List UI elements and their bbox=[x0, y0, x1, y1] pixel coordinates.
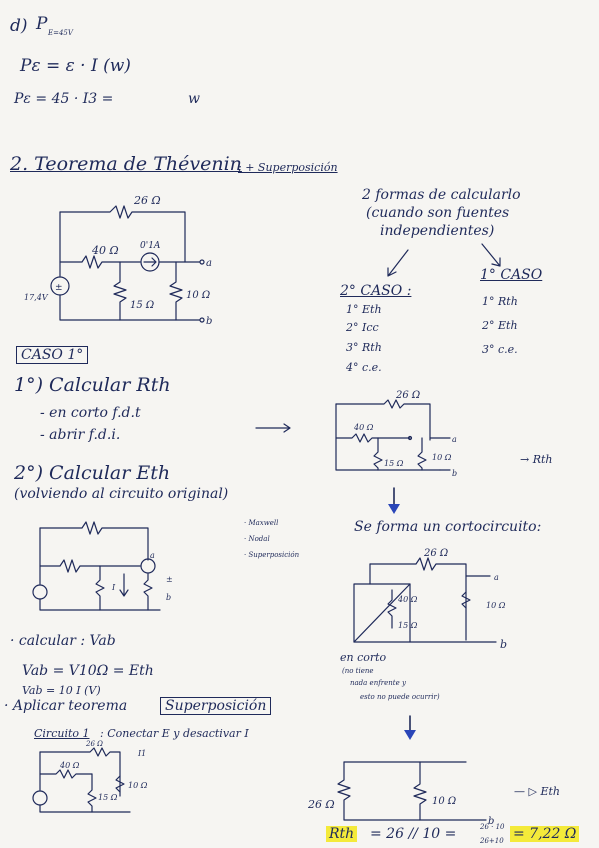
circuit-corto-a-label: a bbox=[494, 573, 499, 582]
circuit-corto-r10-label: 10 Ω bbox=[486, 601, 506, 610]
caso1b-step-1: 1° Rth bbox=[482, 295, 518, 308]
circuit-eth-b-label: b bbox=[166, 593, 171, 602]
circuit-main-a-label: a bbox=[206, 258, 212, 269]
section-title: 2. Teorema de Thévenin bbox=[10, 153, 242, 175]
formas-line-3: independientes) bbox=[380, 223, 495, 239]
corto-note-1: en corto bbox=[340, 651, 387, 664]
circuit-corto-r26-label: 26 Ω bbox=[423, 548, 448, 559]
calc-vab: · calcular : Vab bbox=[10, 633, 116, 649]
caso2-step-4: 4° c.e. bbox=[346, 361, 382, 374]
circuit-rth-r15-label: 15 Ω bbox=[384, 459, 404, 468]
circuit-super1: 26 Ω I1 40 Ω 15 Ω 10 Ω bbox=[32, 740, 148, 813]
method-superposicion: · Superposición bbox=[244, 551, 300, 559]
circuit-main: 26 Ω ± 17,4V 40 Ω 0'1A a 15 Ω 10 Ω b bbox=[24, 194, 212, 327]
rth-frac-num: 26 · 10 bbox=[480, 823, 505, 831]
equation-pe-1: Pε = ε · I (w) bbox=[20, 56, 131, 76]
circuit-corto-r15-label: 15 Ω bbox=[398, 621, 418, 630]
rth-result-eq: = 26 // 10 = bbox=[370, 826, 457, 842]
eth-arrow-label: — ▷ Eth bbox=[514, 785, 560, 798]
circuit-final-b-label: b bbox=[488, 816, 494, 827]
caso2-step-3: 3° Rth bbox=[346, 341, 382, 354]
vab-eq-1: Vab = V10Ω = Eth bbox=[22, 663, 154, 679]
formas-line-1: 2 formas de calcularlo bbox=[362, 187, 521, 203]
circuit-main-source-sign: ± bbox=[55, 283, 63, 293]
circuit-super1-r15-label: 15 Ω bbox=[98, 793, 118, 802]
circuit-super1-r10-label: 10 Ω bbox=[128, 781, 148, 790]
step1-title: 1°) Calcular Rth bbox=[14, 374, 171, 396]
method-maxwell: · Maxwell bbox=[244, 519, 279, 527]
caso1b-step-2: 2° Eth bbox=[482, 319, 518, 332]
corto-note-3: nada enfrente y bbox=[350, 679, 406, 687]
caso1b-step-3: 3° c.e. bbox=[482, 343, 518, 356]
arrow-to-caso2 bbox=[387, 249, 409, 277]
pe-label: P bbox=[36, 14, 48, 34]
circuit-final-r10-label: 10 Ω bbox=[432, 796, 456, 807]
circuit-eth: a I ± b bbox=[32, 521, 173, 611]
formas-line-2: (cuando son fuentes bbox=[366, 205, 510, 221]
circuit-main-r26-label: 26 Ω bbox=[133, 194, 161, 207]
circuit-rth-a-label: a bbox=[452, 435, 457, 444]
circuit-eth-i-label: I bbox=[111, 583, 116, 592]
rth-result-value: = 7,22 Ω bbox=[510, 826, 580, 842]
circuit-corto: 26 Ω a 40 Ω 15 Ω 10 Ω b bbox=[353, 548, 507, 651]
circuit-rth-r40-label: 40 Ω bbox=[353, 423, 374, 432]
circuit-eth-a-label: a bbox=[150, 551, 155, 560]
corto-note-4: esto no puede ocurrir) bbox=[360, 693, 440, 701]
circuit-main-v-label: 17,4V bbox=[24, 293, 49, 302]
arrow-step1-circuit bbox=[255, 423, 291, 433]
circuito1-desc: : Conectar E y desactivar I bbox=[100, 727, 249, 740]
circuit-main-r40-label: 40 Ω bbox=[91, 244, 119, 257]
circuit-final: 26 Ω 10 Ω b bbox=[307, 761, 494, 827]
circuit-main-i-label: 0'1A bbox=[140, 241, 161, 251]
forma-corto: Se forma un cortocircuito: bbox=[354, 519, 542, 535]
aplicar-teorema: · Aplicar teorema bbox=[4, 698, 128, 714]
circuito1-label: Circuito 1 bbox=[34, 727, 90, 740]
caso2-title: 2° CASO : bbox=[340, 283, 412, 299]
circuit-final-r26-label: 26 Ω bbox=[307, 798, 335, 811]
circuit-corto-r40-label: 40 Ω bbox=[397, 595, 418, 604]
caso1b-title: 1° CASO bbox=[480, 267, 543, 283]
arrow-to-caso1b bbox=[481, 243, 501, 267]
circuit-super1-i1-label: I1 bbox=[137, 749, 146, 758]
circuit-eth-vab: ± bbox=[166, 575, 173, 584]
caso2-step-1: 1° Eth bbox=[346, 303, 382, 316]
circuit-main-r15-label: 15 Ω bbox=[130, 300, 154, 311]
method-nodal: · Nodal bbox=[244, 535, 270, 543]
rth-frac-den: 26+10 bbox=[480, 837, 504, 845]
step2-title: 2°) Calcular Eth bbox=[14, 462, 171, 484]
corto-note-2: (no tiene bbox=[342, 667, 374, 675]
step1-line-a: - en corto f.d.t bbox=[40, 405, 141, 421]
rth-result-label: Rth bbox=[326, 826, 358, 842]
item-d-label: d) bbox=[10, 16, 28, 36]
step1-line-b: - abrir f.d.i. bbox=[40, 427, 121, 443]
step2-subtitle: (volviendo al circuito original) bbox=[14, 486, 229, 502]
superposicion-box: Superposición bbox=[160, 697, 272, 715]
circuit-rth: 26 Ω 40 Ω a 15 Ω 10 Ω b bbox=[335, 390, 457, 478]
circuit-rth-r26-label: 26 Ω bbox=[395, 390, 420, 401]
circuit-main-r10-label: 10 Ω bbox=[186, 290, 210, 301]
circuit-rth-b-label: b bbox=[452, 469, 457, 478]
circuit-main-b-label: b bbox=[206, 316, 212, 327]
equation-pe-2-unit: w bbox=[188, 91, 200, 107]
vab-eq-2: Vab = 10 I (V) bbox=[22, 684, 101, 697]
caso1-box: CASO 1° bbox=[16, 346, 89, 364]
caso2-step-2: 2° Icc bbox=[346, 321, 379, 334]
circuit-rth-r10-label: 10 Ω bbox=[432, 453, 452, 462]
circuit-corto-b-label: b bbox=[500, 638, 507, 651]
circuit-super1-r26-label: 26 Ω bbox=[85, 740, 103, 748]
pe-sub-index: E=45V bbox=[48, 29, 73, 37]
section-title-suffix: : + Superposición bbox=[238, 161, 338, 174]
arrow-rth-label: → Rth bbox=[520, 453, 553, 466]
circuit-super1-r40-label: 40 Ω bbox=[59, 761, 80, 770]
equation-pe-2: Pε = 45 · I3 = bbox=[14, 91, 114, 107]
